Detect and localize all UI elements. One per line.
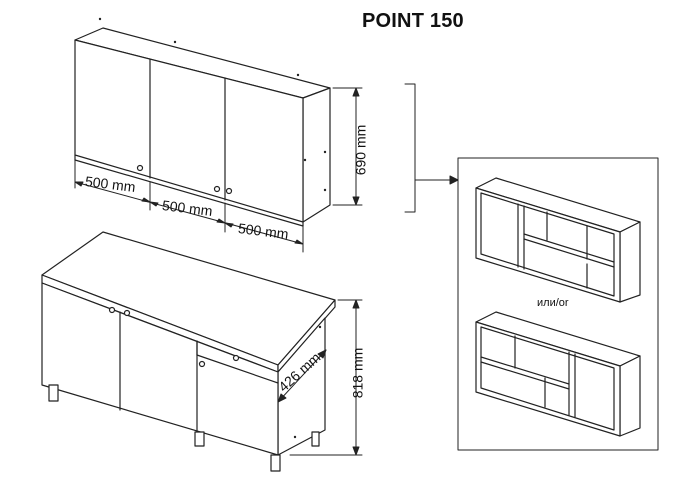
shelf-variant-2 (475, 311, 641, 437)
upper-cabinet (74, 17, 331, 227)
knob-icon (198, 360, 206, 368)
lower-height-label: 818 mm (349, 347, 366, 399)
knob-icon (123, 309, 131, 317)
variants-panel (457, 157, 659, 451)
knob-icon (213, 185, 221, 193)
upper-height-label: 690 mm (352, 124, 369, 176)
knob-icon (136, 164, 144, 172)
knob-icon (232, 354, 240, 362)
page-title: POINT 150 (362, 10, 464, 32)
lower-height-dimension (289, 299, 363, 456)
depth-dimension (277, 349, 327, 403)
upper-width-dimension (74, 159, 304, 253)
lower-cabinet (41, 231, 336, 472)
variant-bracket (404, 83, 459, 213)
variant-separator-label: или/or (537, 297, 569, 309)
knob-icon (225, 187, 233, 195)
knob-icon (108, 306, 116, 314)
shelf-variant-1 (475, 177, 641, 303)
upper-height-dimension (332, 87, 363, 206)
